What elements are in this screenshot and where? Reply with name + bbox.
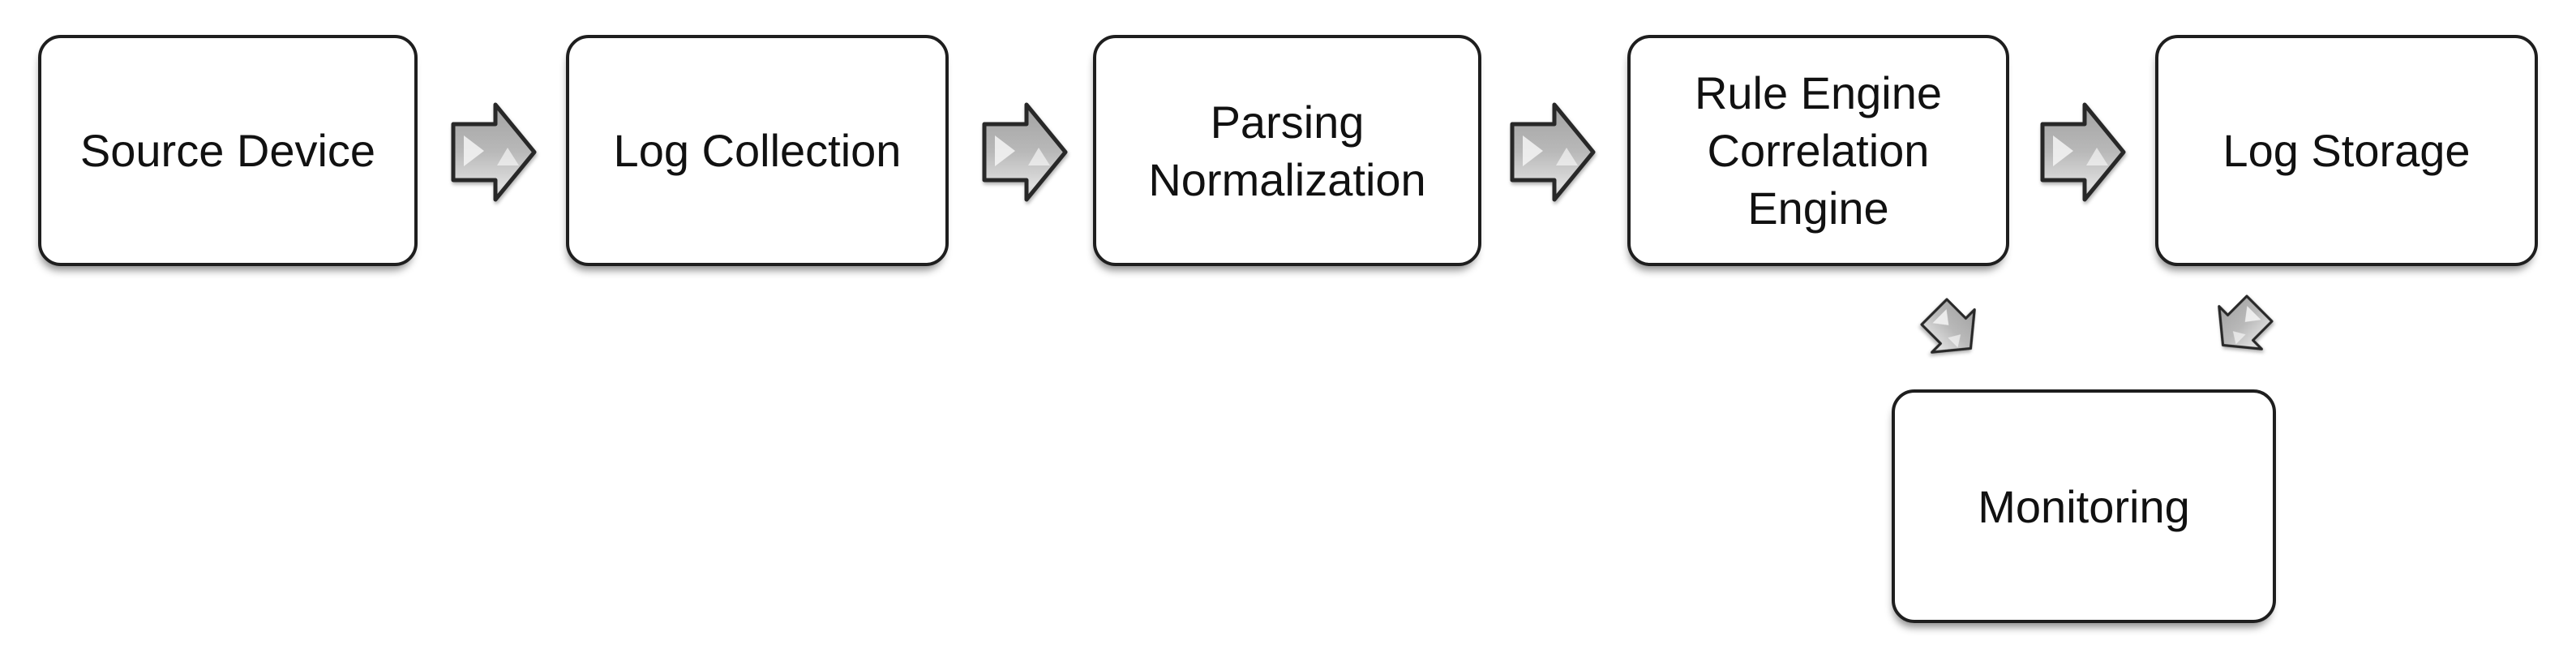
block-arrow-right-icon [450, 100, 538, 204]
node-label: Parsing Normalization [1148, 96, 1426, 205]
block-arrow-down-right-icon [1909, 286, 1997, 375]
node-source-device: Source Device [38, 35, 418, 266]
node-label: Source Device [79, 125, 376, 176]
node-label: Rule Engine Correlation Engine [1694, 67, 1943, 234]
node-label: Log Storage [2222, 125, 2471, 176]
block-arrow-down-left-icon [2197, 283, 2286, 372]
node-rule-engine-correlation-engine: Rule Engine Correlation Engine [1627, 35, 2009, 266]
node-log-collection: Log Collection [566, 35, 949, 266]
node-label: Log Collection [613, 125, 902, 176]
node-label: Monitoring [1978, 480, 2190, 532]
block-arrow-right-icon [1509, 100, 1597, 204]
block-arrow-right-icon [981, 100, 1069, 204]
node-parsing-normalization: Parsing Normalization [1093, 35, 1481, 266]
node-log-storage: Log Storage [2155, 35, 2538, 266]
block-arrow-right-icon [2039, 100, 2127, 204]
node-monitoring: Monitoring [1892, 389, 2276, 623]
